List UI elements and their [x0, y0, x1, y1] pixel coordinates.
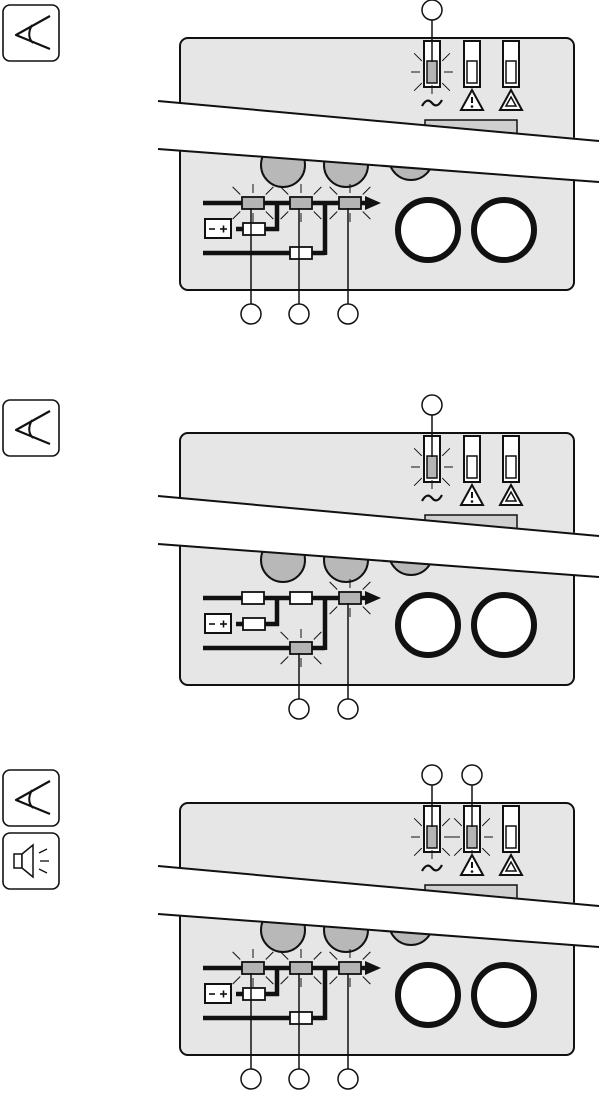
callout-marker-top: [462, 765, 482, 785]
diagram-1: [3, 0, 599, 324]
diagram-3: [3, 765, 599, 1089]
ac_mains-led: [427, 456, 437, 478]
bypass-flow-led: [290, 1012, 312, 1024]
callout-marker-bottom: [338, 1069, 358, 1089]
on-button: [398, 595, 458, 655]
fault-led: [506, 61, 516, 83]
battery-icon: [205, 614, 231, 633]
fault-led: [506, 456, 516, 478]
callout-marker-bottom: [338, 304, 358, 324]
battery-charger-box: [243, 618, 265, 630]
on-button: [398, 200, 458, 260]
battery-charger-box: [243, 223, 265, 235]
battery-charger-box: [243, 988, 265, 1000]
battery-flow-led: [242, 197, 264, 209]
load-flow-led: [339, 592, 361, 604]
bypass-flow-led: [290, 247, 312, 259]
eye-icon: [3, 770, 59, 826]
warning-led: [467, 61, 477, 83]
diagram-2: [3, 395, 599, 719]
battery-icon: [205, 984, 231, 1003]
battery-icon: [205, 219, 231, 238]
callout-marker-top: [422, 395, 442, 415]
callout-marker-bottom: [338, 699, 358, 719]
warning-dot: [471, 870, 474, 873]
eye-icon-frame: [3, 5, 59, 61]
inverter-flow-led: [290, 592, 312, 604]
inverter-flow-led: [290, 197, 312, 209]
ac_mains-led: [427, 826, 437, 848]
callout-marker-bottom: [289, 699, 309, 719]
warning-dot: [471, 105, 474, 108]
off-button: [474, 965, 534, 1025]
load-flow-led: [339, 962, 361, 974]
eye-icon: [3, 5, 59, 61]
callout-marker-top: [422, 765, 442, 785]
warning-dot: [471, 500, 474, 503]
inverter-flow-led: [290, 962, 312, 974]
callout-marker-bottom: [241, 304, 261, 324]
buzzer-icon-body: [14, 854, 22, 868]
eye-icon-frame: [3, 770, 59, 826]
eye-icon-frame: [3, 400, 59, 456]
callout-marker-top: [422, 0, 442, 20]
battery-flow-led: [242, 962, 264, 974]
off-button: [474, 200, 534, 260]
eye-icon: [3, 400, 59, 456]
off-button: [474, 595, 534, 655]
warning-led: [467, 826, 477, 848]
warning-led: [467, 456, 477, 478]
bypass-flow-led: [290, 642, 312, 654]
battery-flow-led: [242, 592, 264, 604]
callout-marker-bottom: [289, 1069, 309, 1089]
fault-led: [506, 826, 516, 848]
on-button: [398, 965, 458, 1025]
load-flow-led: [339, 197, 361, 209]
ac_mains-led: [427, 61, 437, 83]
buzzer-icon: [3, 833, 59, 889]
callout-marker-bottom: [289, 304, 309, 324]
callout-marker-bottom: [241, 1069, 261, 1089]
